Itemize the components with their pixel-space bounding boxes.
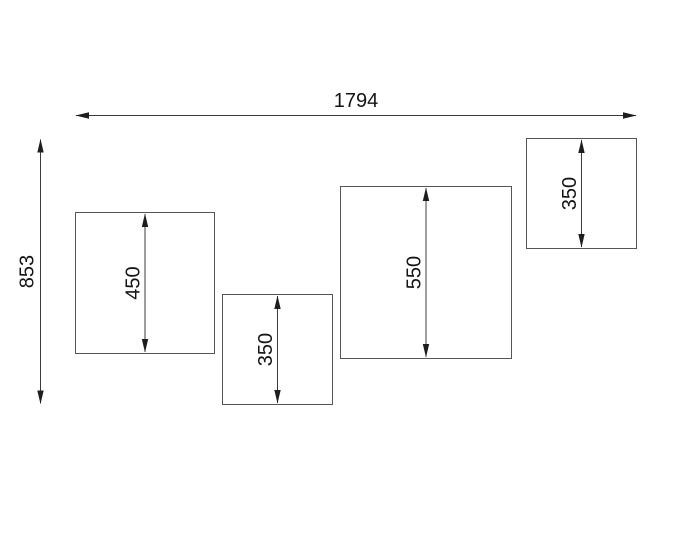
panel-4: 350: [526, 138, 637, 249]
arrowhead-up-icon: [274, 295, 281, 309]
arrowhead-down-icon: [37, 390, 44, 404]
panel-4-outline: [526, 138, 637, 249]
panel-3: 550: [340, 186, 512, 359]
arrowhead-left-icon: [75, 112, 89, 119]
panel-3-outline: [340, 186, 512, 359]
arrowhead-up-icon: [422, 187, 430, 201]
overall-height-label: 853: [17, 255, 39, 288]
overall-width-dimension: 1794: [75, 90, 637, 119]
arrowhead-down-icon: [141, 339, 149, 353]
arrowhead-up-icon: [37, 139, 44, 153]
panel-1-height-label: 450: [123, 266, 145, 299]
arrowhead-down-icon: [274, 390, 281, 404]
panel-4-height-label: 350: [559, 177, 581, 210]
arrowhead-up-icon: [141, 213, 149, 227]
overall-height-dimension: 853: [17, 139, 44, 404]
panel-2-height-label: 350: [255, 333, 277, 366]
panel-1: 450: [75, 212, 215, 354]
overall-width-label: 1794: [334, 90, 379, 112]
arrowhead-down-icon: [578, 234, 585, 248]
panel-2: 350: [222, 294, 333, 405]
panel-2-outline: [222, 294, 333, 405]
arrowhead-right-icon: [623, 112, 637, 119]
arrowhead-down-icon: [422, 344, 430, 358]
panel-3-height-label: 550: [404, 256, 426, 289]
panel-1-outline: [75, 212, 215, 354]
arrowhead-up-icon: [578, 139, 585, 153]
